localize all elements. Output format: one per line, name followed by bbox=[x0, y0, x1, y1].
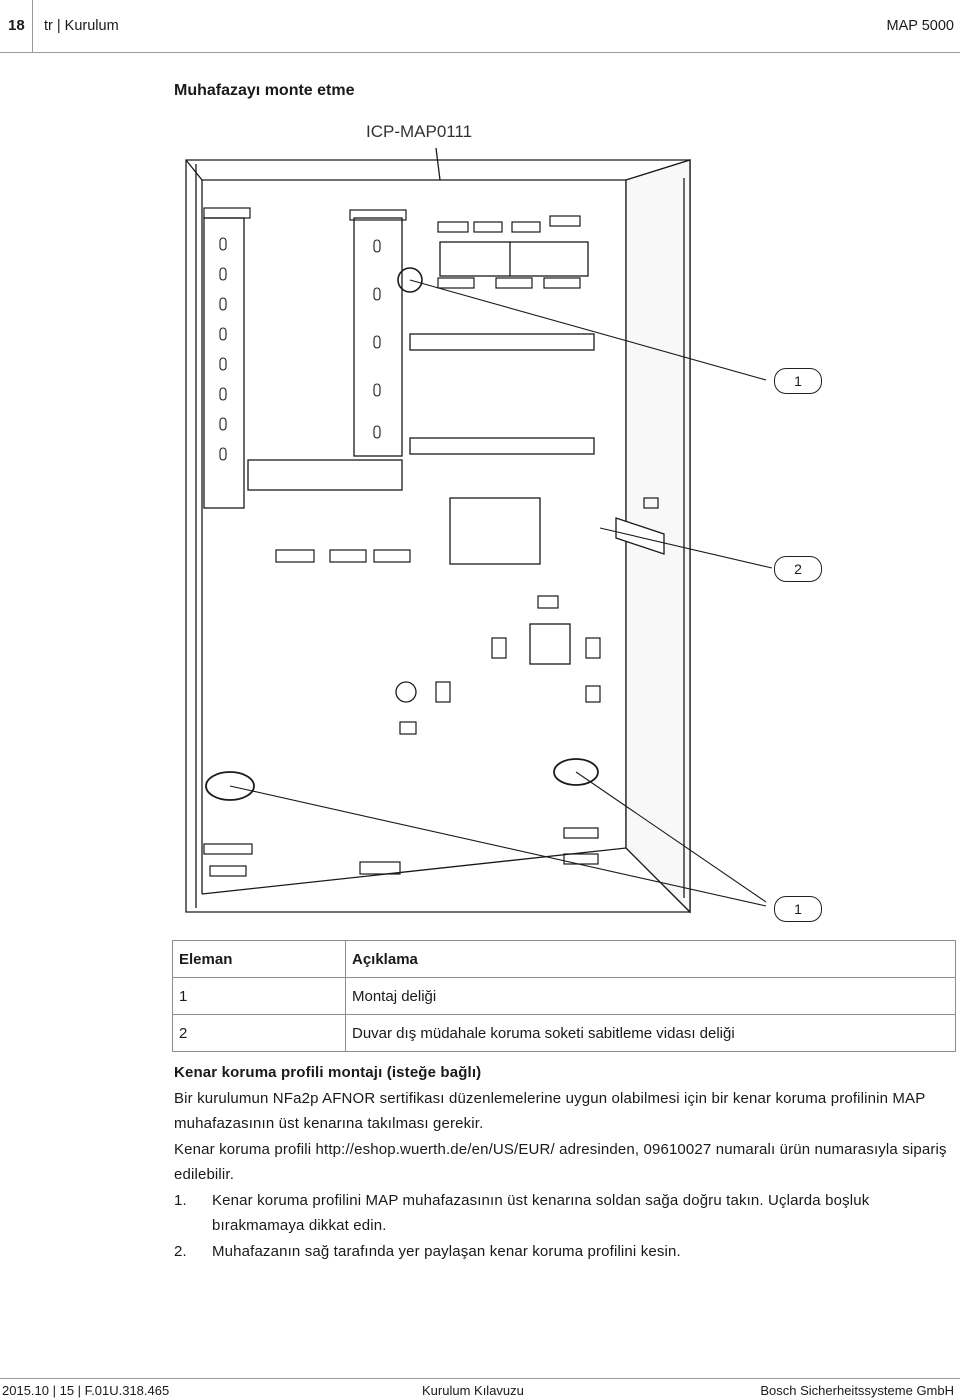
list-item: 1. Kenar koruma profilini MAP muhafazası… bbox=[174, 1188, 954, 1239]
table-row: 1 Montaj deliği bbox=[172, 977, 956, 1015]
legend-header-row: Eleman Açıklama bbox=[172, 940, 956, 978]
step-number: 1. bbox=[174, 1191, 187, 1209]
page-number: 18 bbox=[8, 17, 25, 34]
subheading: Kenar koruma profili montajı (isteğe bağ… bbox=[174, 1064, 482, 1081]
chapter-label: tr | Kurulum bbox=[44, 18, 119, 34]
page-header: 18 tr | Kurulum MAP 5000 bbox=[0, 0, 960, 53]
table-cell: Montaj deliği bbox=[345, 977, 956, 1015]
list-item: 2. Muhafazanın sağ tarafında yer paylaşa… bbox=[174, 1239, 954, 1265]
publisher: Bosch Sicherheitssysteme GmbH bbox=[760, 1383, 954, 1398]
step-text: Kenar koruma profilini MAP muhafazasının… bbox=[212, 1191, 870, 1235]
table-row: 2 Duvar dış müdahale koruma soketi sabit… bbox=[172, 1014, 956, 1052]
edge-profile-section: Kenar koruma profili montajı (isteğe bağ… bbox=[174, 1060, 954, 1264]
table-cell: 2 bbox=[172, 1014, 346, 1052]
steps-list: 1. Kenar koruma profilini MAP muhafazası… bbox=[174, 1188, 954, 1265]
callout-1-top: 1 bbox=[774, 368, 822, 394]
step-number: 2. bbox=[174, 1242, 187, 1260]
enclosure-figure: ICP-MAP0111 1 2 1 bbox=[174, 118, 958, 938]
section-title: Muhafazayı monte etme bbox=[174, 82, 355, 99]
footer-rule bbox=[0, 1378, 960, 1379]
header-rule bbox=[0, 52, 960, 53]
page-footer: 2015.10 | 15 | F.01U.318.465 Kurulum Kıl… bbox=[0, 1378, 960, 1400]
header-divider bbox=[32, 0, 33, 52]
document-id: 2015.10 | 15 | F.01U.318.465 bbox=[2, 1383, 170, 1398]
product-name: MAP 5000 bbox=[886, 18, 954, 34]
paragraph: Kenar koruma profili http://eshop.wuerth… bbox=[174, 1140, 947, 1184]
model-label: ICP-MAP0111 bbox=[366, 122, 473, 141]
callout-2: 2 bbox=[774, 556, 822, 582]
table-cell: 1 bbox=[172, 977, 346, 1015]
enclosure-drawing bbox=[185, 147, 773, 914]
paragraph: Bir kurulumun NFa2p AFNOR sertifikası dü… bbox=[174, 1089, 926, 1133]
table-cell: Duvar dış müdahale koruma soketi sabitle… bbox=[345, 1014, 956, 1052]
legend-table: Eleman Açıklama 1 Montaj deliği 2 Duvar … bbox=[172, 940, 956, 1052]
step-text: Muhafazanın sağ tarafında yer paylaşan k… bbox=[212, 1242, 681, 1260]
column-header-description: Açıklama bbox=[345, 940, 956, 978]
column-header-element: Eleman bbox=[172, 940, 346, 978]
manual-title: Kurulum Kılavuzu bbox=[422, 1383, 524, 1398]
callout-1-bottom: 1 bbox=[774, 896, 822, 922]
